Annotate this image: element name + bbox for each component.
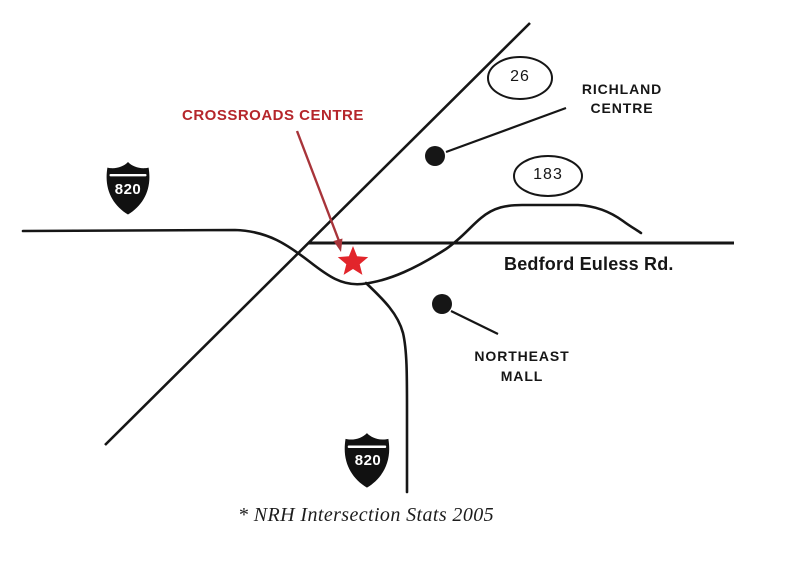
- northeast-mall-label-line1: NORTHEAST: [474, 348, 570, 364]
- interstate-820-number-west: 820: [114, 181, 142, 198]
- interstate-820-number-south: 820: [354, 452, 382, 469]
- northeast-mall-dot-icon: [432, 294, 452, 314]
- richland-centre-dot-icon: [425, 146, 445, 166]
- richland-centre-label-line2: CENTRE: [590, 100, 654, 116]
- bedford-euless-road-label: Bedford Euless Rd.: [504, 254, 674, 274]
- road-183-ramp-curve: [21, 203, 643, 286]
- interstate-820-shield-west-icon: [106, 162, 150, 215]
- richland-centre-label: RICHLAND CENTRE: [570, 80, 674, 118]
- northeast-mall-label-line2: MALL: [500, 368, 544, 384]
- route-26-number: 26: [510, 68, 530, 85]
- crossroads-centre-label: CROSSROADS CENTRE: [182, 107, 364, 124]
- route-26-oval-icon: [487, 56, 553, 100]
- road-interstate-820-diagonal: [104, 22, 531, 446]
- route-183-number: 183: [533, 166, 563, 183]
- map-caption: * NRH Intersection Stats 2005: [238, 504, 495, 526]
- northeast-mall-pointer-line: [450, 310, 499, 335]
- location-star-icon: [337, 246, 369, 275]
- northeast-mall-label: NORTHEAST MALL: [466, 346, 578, 386]
- richland-pointer-line: [445, 106, 567, 154]
- richland-centre-label-line1: RICHLAND: [581, 81, 663, 97]
- road-south-branch: [364, 281, 409, 494]
- crossroads-leader-arrowhead-icon: [333, 238, 343, 252]
- crossroads-leader-line: [295, 130, 341, 242]
- route-183-oval-icon: [513, 155, 583, 197]
- interstate-820-shield-south-icon: [344, 433, 390, 488]
